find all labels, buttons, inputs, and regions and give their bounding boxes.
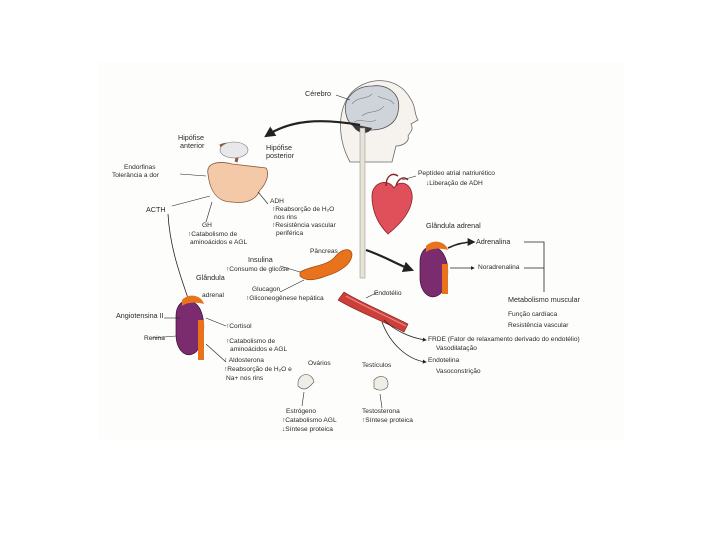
edrf-label: FRDE (Fator de relaxamento derivado do e… <box>428 336 580 343</box>
acth-label: ACTH <box>146 205 166 214</box>
vascular-resistance-label: Resistência vascular <box>508 322 569 329</box>
heart-vessels <box>385 173 409 187</box>
testes-icon <box>373 376 389 391</box>
pituitary-gland <box>207 162 268 203</box>
adh-effect-label-4: periférica <box>276 230 304 237</box>
anterior-pituitary-label-2: anterior <box>180 141 205 150</box>
endothelin-label: Endotelina <box>428 357 460 364</box>
arrow-acth-to-adrenal <box>167 213 191 305</box>
brain-leader <box>335 94 351 101</box>
pain-tolerance-label: Tolerância a dor <box>112 172 159 179</box>
aldosterone-effect-label-1: ↑Reabsorção de H₂O e <box>224 366 292 373</box>
pancreas <box>299 249 353 281</box>
left-adrenal-label-1: Glândula <box>196 273 225 282</box>
estrogen-label: Estrógeno <box>286 408 317 415</box>
left-adrenal-label-2: adrenal <box>202 292 224 299</box>
cortisol-label: ↑Cortisol <box>226 323 252 330</box>
right-adrenal-cap <box>426 241 448 252</box>
testes-leader <box>379 393 383 409</box>
gh-label: GH <box>202 222 212 229</box>
aldosterone-effect-label-2: Na+ nos rins <box>226 375 264 382</box>
testosterone-label: Testosterona <box>362 408 400 415</box>
vasodilation-label: Vasodilatação <box>436 345 477 352</box>
angiotensin-label: Angiotensina II <box>116 311 164 320</box>
gh-leader <box>205 201 213 223</box>
endorphins-leader <box>179 173 207 177</box>
right-adrenal-label: Glândula adrenal <box>426 221 481 230</box>
estrogen-effect-label-2: ↓Síntese proteica <box>282 426 333 433</box>
endothelium-leader <box>365 291 379 299</box>
brain-label: Cérebro <box>305 89 331 98</box>
ovaries-label: Ovários <box>308 360 331 367</box>
adh-effect-label-1: ↑Reabsorção de H₂O <box>272 206 335 213</box>
anp-leader <box>401 175 417 181</box>
acth-leader <box>171 195 211 207</box>
adh-effect-label-3: ↑Resistência vascular <box>272 222 336 229</box>
hypothalamus-bulb <box>219 141 249 159</box>
arrow-to-endothelin <box>381 321 427 364</box>
glucagon-leader <box>279 279 305 293</box>
anterior-pituitary-label-1: Hipófise <box>178 133 204 142</box>
cortisol-effect-label-2: aminoácidos e AGL <box>230 346 288 353</box>
adh-effect-label-2: nos rins <box>274 214 298 221</box>
testes-label: Testículos <box>362 362 392 369</box>
muscle-metabolism-label: Metabolismo muscular <box>508 295 580 304</box>
renin-leader <box>151 335 177 339</box>
ovaries-leader <box>301 391 305 407</box>
vessel-lumen <box>345 295 407 327</box>
arrow-brain-to-pituitary <box>264 120 361 138</box>
vasoconstriction-label: Vasoconstrição <box>436 368 481 375</box>
noradrenaline-label: Noradrenalina <box>478 264 520 271</box>
anp-effect-label: ↓Liberação de ADH <box>426 180 483 187</box>
adh-label: ADH <box>270 198 284 205</box>
blood-vessel <box>337 291 409 333</box>
arrow-to-right-adrenal <box>365 248 415 273</box>
endorphins-label: Endorfinas <box>124 164 156 171</box>
endothelium-label: Endotélio <box>374 290 402 297</box>
ovaries-icon <box>297 374 315 390</box>
bracket-to-muscle <box>524 241 545 292</box>
adrenaline-label: Adrenalina <box>476 237 511 246</box>
right-renal-vessel <box>442 264 448 294</box>
aldosterone-leader <box>205 343 227 363</box>
glucagon-effect-label: ↑Gliconeogênese hepática <box>246 295 324 302</box>
cortisol-leader <box>205 317 227 327</box>
glucagon-label: Glucagon <box>252 286 281 293</box>
adh-leader <box>257 191 269 205</box>
estrogen-effect-label-1: ↑Catabolismo AGL <box>282 417 337 424</box>
heart <box>371 182 413 235</box>
aldosterone-label: ↑ Aldosterona <box>224 357 264 364</box>
gh-effect-label-2: aminoácidos e AGL <box>190 239 248 246</box>
pancreas-label: Pâncreas <box>310 248 338 255</box>
cardiac-function-label: Função cardíaca <box>508 311 558 318</box>
brain-folds <box>351 93 395 123</box>
insulin-label: Insulina <box>248 255 273 264</box>
posterior-pituitary-label-1: Hipófise <box>266 143 292 152</box>
gh-effect-label-1: ↑Catabolismo de <box>188 231 238 238</box>
arrow-to-edrf <box>383 319 427 342</box>
arrow-adrenaline <box>447 238 476 249</box>
posterior-pituitary-label-2: posterior <box>266 151 294 160</box>
left-adrenal-cap <box>182 295 204 306</box>
anp-label: Peptídeo atrial natriurético <box>418 170 495 177</box>
insulin-effect-label: ↑Consumo de glicose <box>226 266 290 273</box>
testosterone-effect-label: ↑Síntese proteica <box>362 417 413 424</box>
cortisol-effect-label-1: ↑Catabolismo de <box>226 338 276 345</box>
renin-label: Renina <box>144 335 165 342</box>
insulin-leader <box>279 265 301 273</box>
spinal-cord <box>359 127 366 279</box>
left-renal-vessel <box>198 320 204 360</box>
